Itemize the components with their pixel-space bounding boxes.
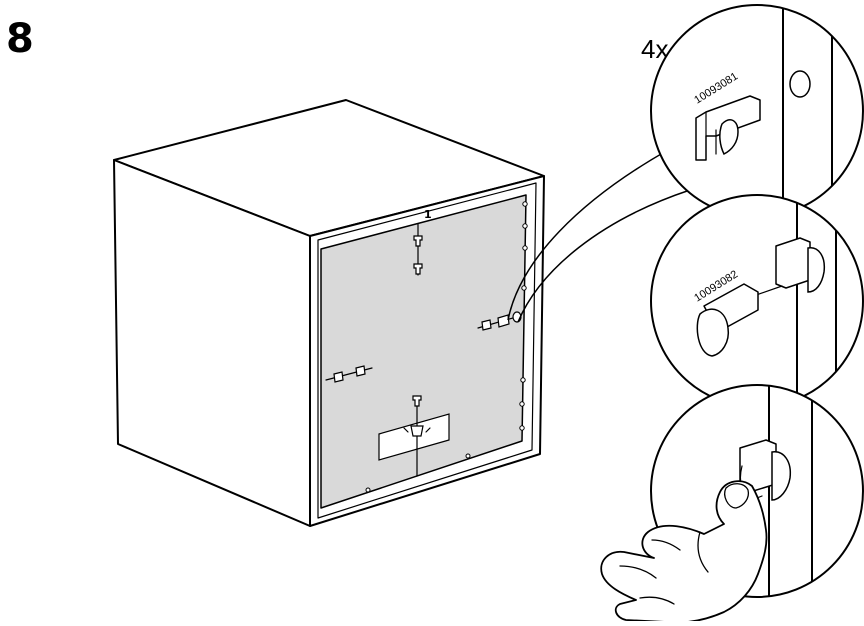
connector-cap	[719, 119, 739, 156]
cabinet: 1	[113, 99, 545, 527]
shelf-pin-hole	[519, 425, 525, 431]
step-number: 8	[6, 16, 34, 62]
connector-cap	[771, 451, 792, 501]
connector-pin	[333, 371, 344, 383]
hand	[600, 480, 768, 624]
top-fitting	[413, 223, 423, 276]
shelf-pin-hole	[522, 245, 528, 251]
shelf-pin-hole	[522, 201, 528, 207]
connector-pin	[413, 263, 423, 275]
side-panel-section	[769, 385, 863, 597]
shelf-pin-holes	[365, 201, 528, 493]
connector-detail	[705, 111, 717, 155]
shelf-pin-hole	[522, 223, 528, 229]
thumbnail	[724, 483, 750, 509]
connector-pin	[410, 425, 424, 437]
back-panel	[320, 194, 527, 509]
connector-part	[775, 237, 811, 289]
wedge-cap	[696, 308, 730, 357]
finger-creases	[619, 531, 709, 605]
side-panel-section	[783, 5, 863, 217]
label-plate	[378, 413, 450, 461]
connector-pin	[497, 314, 510, 328]
panel-marker: 1	[424, 208, 432, 221]
detail-circle-border	[650, 384, 864, 598]
connector-pin	[413, 235, 423, 247]
connector-pin	[481, 319, 492, 331]
bottom-fitting	[378, 395, 450, 477]
connector-cap	[807, 247, 826, 293]
shelf-pin-hole	[521, 285, 527, 291]
connector-pin	[412, 395, 422, 407]
shelf-pin-hole	[520, 377, 526, 383]
connector-pin	[355, 365, 366, 377]
left-fitting	[325, 365, 373, 383]
cabinet-rebate-edge	[317, 182, 537, 519]
hand-illustration	[600, 480, 768, 624]
drill-hole	[789, 70, 811, 98]
callout-tail	[507, 149, 691, 323]
shelf-pin-hole	[365, 487, 371, 493]
shelf-pin-hole	[519, 401, 525, 407]
shelf-pin-hole	[465, 453, 471, 459]
arrow-marks	[403, 427, 431, 433]
